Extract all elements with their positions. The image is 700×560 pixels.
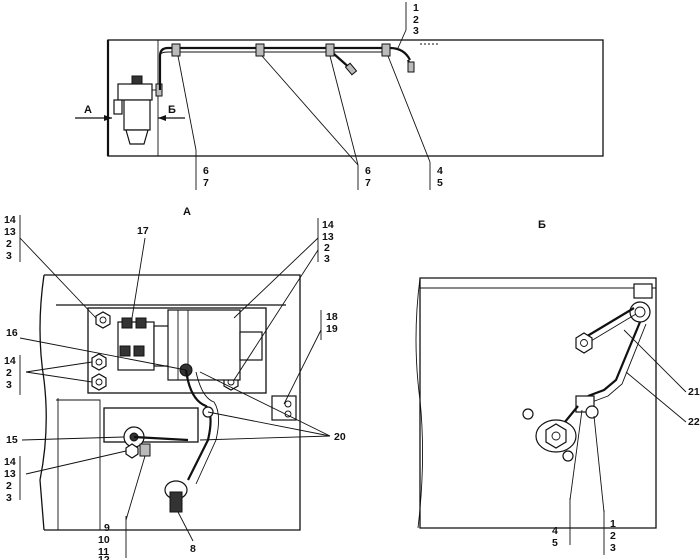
hole: [562, 450, 574, 462]
callout-19: 19: [326, 323, 338, 335]
view-b-title: Б: [538, 219, 546, 231]
callout-7: 7: [203, 177, 209, 189]
callout-8: 8: [190, 543, 196, 555]
callout-1: 1: [610, 518, 616, 530]
callout-3: 3: [6, 250, 12, 262]
callout-3: 3: [413, 25, 419, 37]
bolt: [95, 311, 111, 329]
fuel-pipe: [158, 46, 411, 90]
callout-6: 6: [365, 165, 371, 177]
callout-14: 14: [4, 456, 16, 468]
callout-2: 2: [610, 530, 616, 542]
fitting: [164, 480, 188, 513]
callout-14: 14: [4, 355, 16, 367]
callout-22: 22: [688, 416, 700, 428]
view-b: Б 21 22 4: [415, 219, 700, 555]
pipe-lower: [587, 321, 642, 398]
arrow-a-label: А: [84, 104, 92, 116]
callout-2: 2: [6, 238, 12, 250]
callout-3: 3: [324, 253, 330, 265]
clip: [325, 43, 335, 57]
callout-3: 3: [6, 492, 12, 504]
callout-5: 5: [552, 537, 558, 549]
view-b-frame: [419, 277, 657, 529]
mounting-plate: [87, 307, 267, 394]
callout-4: 4: [552, 525, 558, 537]
callout-2: 2: [413, 14, 419, 26]
top-view: А Б 1 2 3 6 7 6 7 4 5: [75, 2, 604, 190]
callout-14: 14: [4, 214, 16, 226]
callout-13: 13: [4, 468, 16, 480]
callout-13: 13: [4, 226, 16, 238]
callout-7: 7: [365, 177, 371, 189]
callout-3: 3: [6, 379, 12, 391]
view-a-title: А: [183, 206, 191, 218]
heater-unit: [113, 75, 163, 145]
callout-11: 11: [98, 546, 109, 558]
callout-16: 16: [6, 327, 18, 339]
view-a-break-line: [39, 274, 47, 531]
top-view-frame: [107, 39, 604, 157]
callout-2: 2: [6, 367, 12, 379]
callout-2: 2: [6, 480, 12, 492]
callout-13: 13: [322, 231, 334, 243]
callout-21: 21: [688, 386, 700, 398]
fuel-pipe-inner: [159, 51, 390, 90]
pump-assembly: [117, 309, 263, 381]
callout-12: 12: [98, 554, 110, 560]
callout-4: 4: [437, 165, 443, 177]
bracket: [271, 395, 297, 421]
clip: [255, 43, 265, 57]
pipe-upper: [583, 307, 635, 339]
callout-3: 3: [610, 542, 616, 554]
view-a-frame: [44, 274, 301, 531]
callout-10: 10: [98, 534, 110, 546]
bolt: [91, 353, 107, 371]
view-a: А: [4, 206, 346, 560]
clip: [381, 43, 391, 57]
callout-20: 20: [334, 431, 346, 443]
callout-6: 6: [203, 165, 209, 177]
callout-2: 2: [324, 242, 330, 254]
pipe-bracket: [633, 283, 653, 299]
callout-15: 15: [6, 434, 18, 446]
lower-bracket: [103, 407, 199, 443]
fuel-line: [184, 369, 212, 481]
callout-18: 18: [326, 311, 338, 323]
fitting: [559, 395, 599, 429]
flange: [535, 419, 577, 453]
nut: [575, 332, 593, 354]
callout-1: 1: [413, 2, 419, 14]
clip: [171, 43, 181, 57]
hole: [522, 408, 534, 420]
view-b-break-line: [415, 277, 424, 529]
fitting: [123, 426, 189, 457]
callout-9: 9: [104, 522, 110, 534]
heater-panel: [108, 39, 159, 156]
arrow-b-label: Б: [168, 104, 176, 116]
callout-5: 5: [437, 177, 443, 189]
callout-17: 17: [137, 225, 149, 237]
callout-14: 14: [322, 219, 334, 231]
bolt: [125, 443, 139, 459]
bolt: [91, 373, 107, 391]
